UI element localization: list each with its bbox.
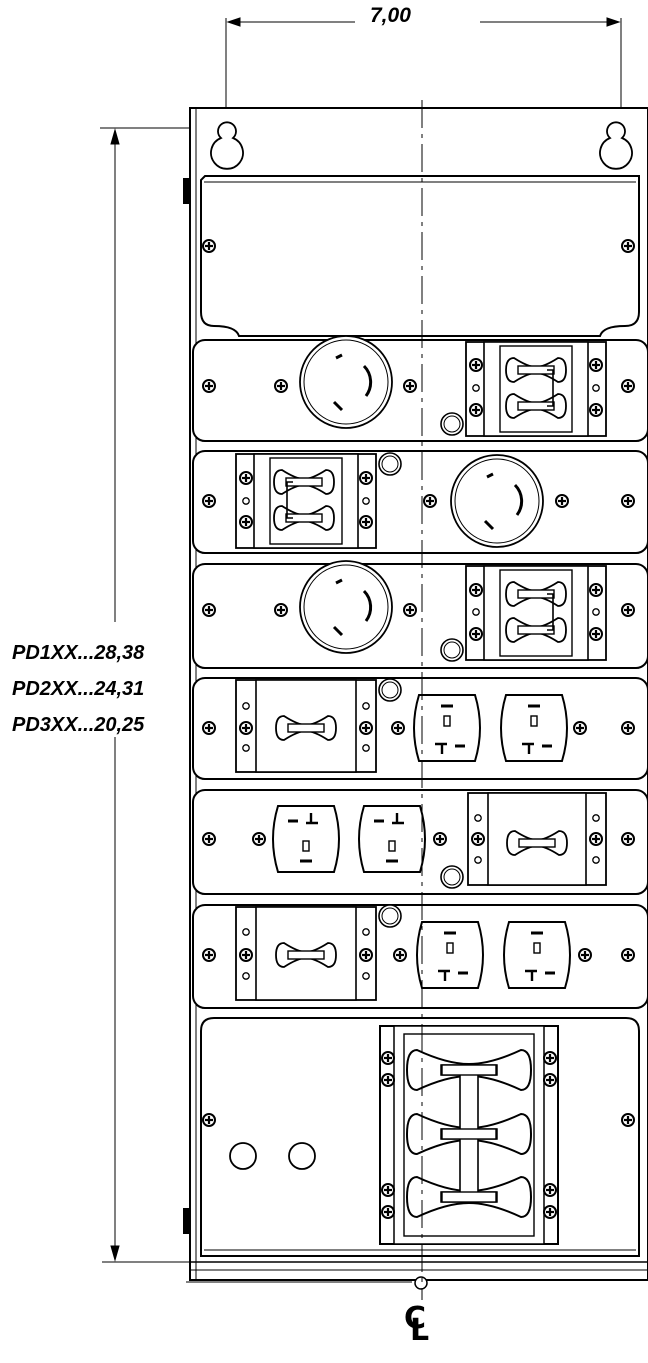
keyhole-slot-left xyxy=(210,121,244,170)
centerline-l: L xyxy=(410,1313,430,1348)
keyhole-slot-right xyxy=(599,121,633,170)
panel-single-breaker-duplex-2 xyxy=(192,904,648,1009)
height-dimension xyxy=(100,127,412,1283)
double-breaker[interactable] xyxy=(465,341,607,437)
width-dimension-label: 7,00 xyxy=(370,4,411,28)
single-breaker[interactable] xyxy=(235,906,377,1001)
single-breaker[interactable] xyxy=(467,792,607,886)
main-breaker[interactable] xyxy=(379,1025,559,1245)
panel-duplex-single-breaker xyxy=(192,789,648,895)
centerline-c: C xyxy=(404,1301,427,1336)
height-label-pd3xx: PD3XX...20,25 xyxy=(12,714,145,737)
height-label-pd1xx: PD1XX...28,38 xyxy=(12,642,145,665)
panel-double-breaker-twistlock xyxy=(192,450,648,554)
single-breaker[interactable] xyxy=(235,679,377,773)
panel-single-breaker-duplex-1 xyxy=(192,677,648,780)
panel-twistlock-double-breaker-2 xyxy=(192,559,648,669)
height-label-pd2xx: PD2XX...24,31 xyxy=(12,678,145,701)
panel-twistlock-double-breaker-1 xyxy=(192,334,648,442)
double-breaker[interactable] xyxy=(465,565,607,661)
double-breaker[interactable] xyxy=(235,453,377,549)
blank-cover-panel xyxy=(200,175,640,337)
main-triple-breaker-panel xyxy=(200,1017,640,1257)
